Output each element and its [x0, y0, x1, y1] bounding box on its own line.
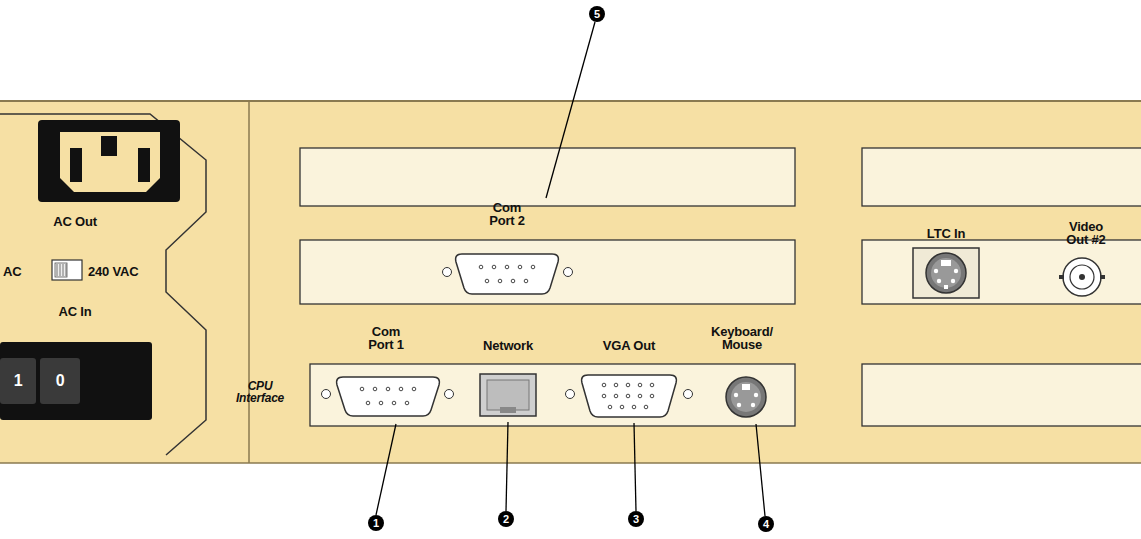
callout-number: 3	[628, 511, 644, 527]
voltage-switch	[52, 260, 82, 280]
port-label: Keyboard/ Mouse	[707, 325, 777, 351]
panel-edge	[0, 462, 1141, 464]
voltage-label: AC	[3, 265, 21, 278]
port-label: AC Out	[53, 215, 97, 228]
port-label: Network	[483, 339, 533, 352]
card-slot	[300, 148, 1141, 426]
power-outline	[0, 114, 206, 455]
com1-connector	[322, 377, 454, 416]
ltc-connector	[913, 248, 979, 298]
section-divider	[248, 101, 250, 463]
network-jack	[480, 374, 536, 416]
keyboard-connector	[726, 377, 766, 417]
panel-edge	[0, 100, 1141, 102]
callout-number: 4	[758, 516, 774, 532]
switch-mark: 1	[14, 373, 23, 389]
voltage-label: 240 VAC	[88, 265, 138, 278]
video-bnc	[1059, 258, 1105, 296]
ac-outlet	[38, 120, 180, 202]
port-label: LTC In	[927, 227, 965, 240]
port-label: Video Out #2	[1058, 220, 1114, 246]
com2-connector	[443, 254, 573, 294]
port-label: VGA Out	[603, 339, 655, 352]
callout-number: 1	[368, 515, 384, 531]
callout-number: 2	[498, 511, 514, 527]
section-label: CPU Interface	[229, 380, 291, 404]
switch-mark: 0	[56, 373, 65, 389]
port-label: Com Port 1	[361, 325, 411, 351]
power-switch	[0, 342, 152, 420]
leader-line	[376, 22, 765, 516]
port-label: Com Port 2	[482, 201, 532, 227]
vga-connector	[566, 375, 693, 417]
callout-number: 5	[589, 6, 605, 22]
power-label: AC In	[59, 305, 92, 318]
